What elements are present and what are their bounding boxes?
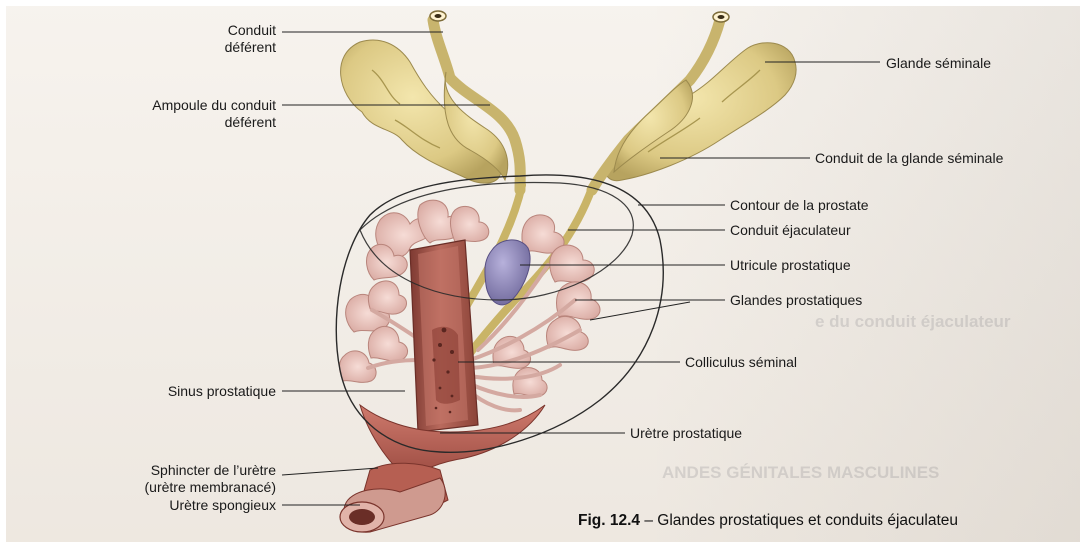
label-utricule: Utricule prostatique <box>730 257 851 274</box>
figure-caption: Fig. 12.4 – Glandes prostatiques et cond… <box>578 512 958 530</box>
scan-edge-top <box>0 0 1080 6</box>
label-conduit-ejaculateur: Conduit éjaculateur <box>730 222 851 239</box>
label-glande-seminale: Glande séminale <box>886 55 991 72</box>
label-conduit-glande-seminale: Conduit de la glande séminale <box>815 150 1003 167</box>
label-sphincter: Sphincter de l’urètre (urètre membranacé… <box>40 462 276 496</box>
label-uretre-spongieux: Urètre spongieux <box>60 497 276 514</box>
figure-caption-text: – Glandes prostatiques et conduits éjacu… <box>640 512 958 529</box>
label-colliculus: Colliculus séminal <box>685 354 797 371</box>
label-uretre-prostatique: Urètre prostatique <box>630 425 742 442</box>
label-glandes-prostatiques: Glandes prostatiques <box>730 292 862 309</box>
label-sinus: Sinus prostatique <box>60 383 276 400</box>
prostatic-urethra <box>410 240 478 432</box>
left-seminal-vesicle <box>341 40 501 183</box>
figure-number: Fig. 12.4 <box>578 512 640 529</box>
label-contour-prostate: Contour de la prostate <box>730 197 869 214</box>
label-ampoule: Ampoule du conduit déférent <box>60 97 276 131</box>
scan-edge-left <box>0 0 6 542</box>
label-conduit-deferent: Conduit déférent <box>170 22 276 56</box>
